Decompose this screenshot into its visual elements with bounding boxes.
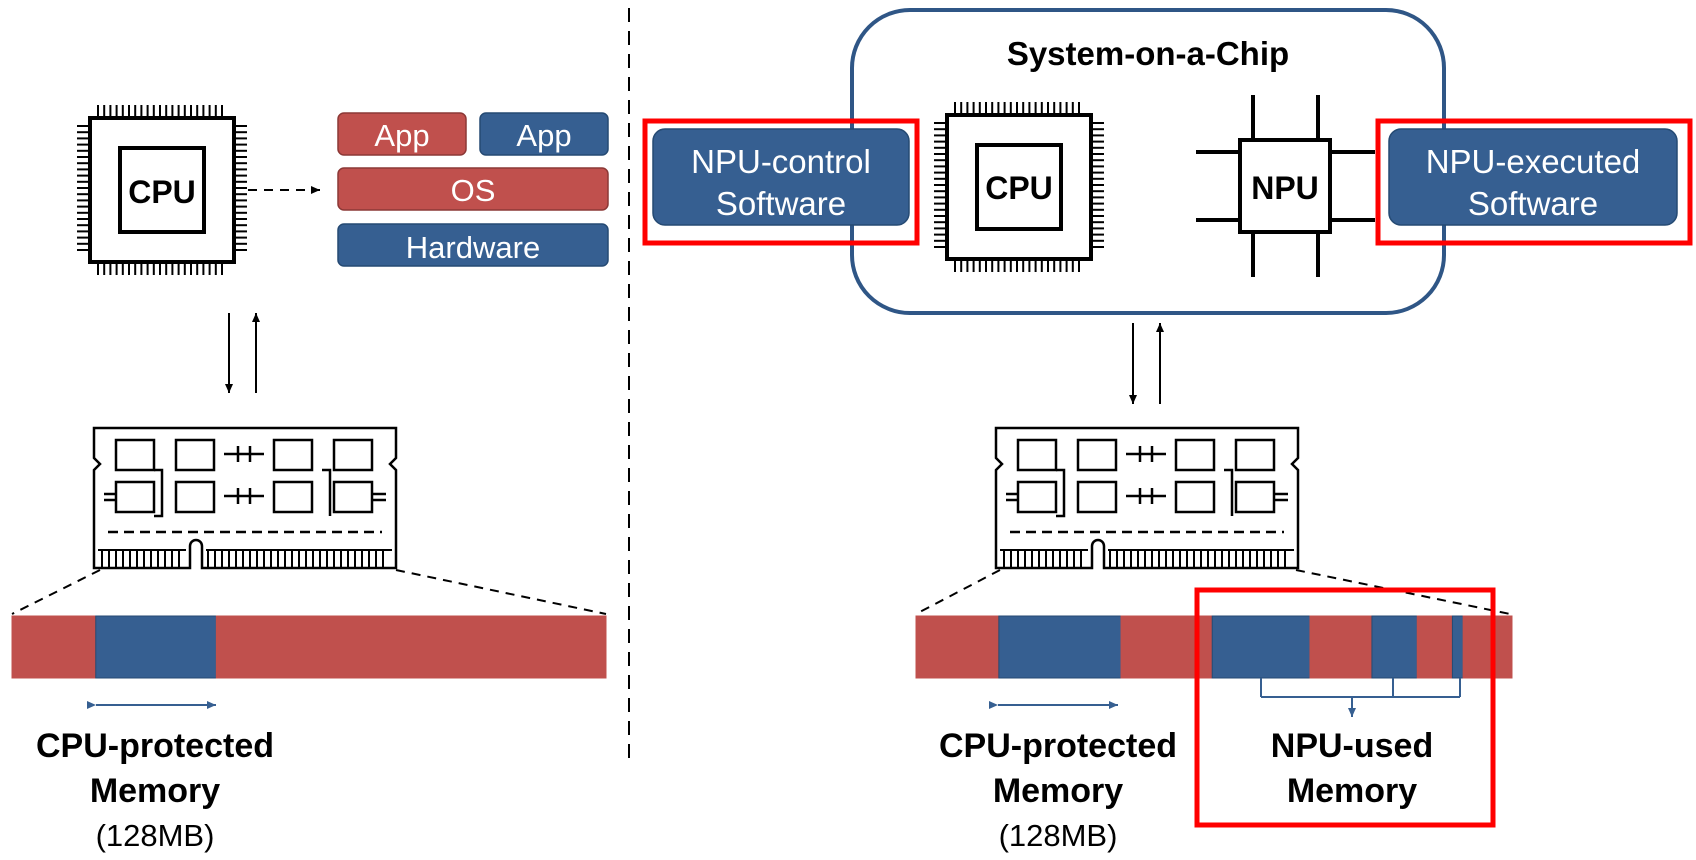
- npu-chip-icon: [1196, 95, 1375, 277]
- memory-label: Memory: [90, 772, 220, 810]
- app-blue-label: App: [516, 118, 571, 153]
- soc-memory-size-label: (128MB): [999, 818, 1118, 853]
- soc-zoom-line-right: [1295, 569, 1511, 615]
- soc-memory-label: Memory: [993, 772, 1123, 810]
- memory-segment-red: [1309, 615, 1373, 679]
- ram-module-icon: [92, 426, 398, 570]
- hardware-label: Hardware: [406, 230, 540, 265]
- npu-executed-label-line2: Software: [1468, 185, 1598, 222]
- soc-cpu-protected-label: CPU-protected: [939, 727, 1177, 765]
- soc-cpu-chip-icon: [934, 102, 1104, 272]
- npu-used-memory-highlight: [1194, 587, 1496, 828]
- memory-segment-blue: [1451, 615, 1464, 679]
- memory-size-label: (128MB): [96, 818, 215, 853]
- cpu-label: CPU: [128, 174, 196, 210]
- app-blue-block: [479, 112, 609, 156]
- soc-memory-bar: [915, 615, 1513, 679]
- zoom-line-right: [395, 569, 607, 615]
- memory-segment-red: [1462, 615, 1513, 679]
- memory-segment-blue: [95, 615, 217, 679]
- npu-control-label-line1: NPU-control: [691, 143, 871, 180]
- memory-segment-red: [11, 615, 97, 679]
- npu-used-label: NPU-used: [1271, 727, 1433, 765]
- os-block: [337, 167, 609, 211]
- npu-control-highlight: [642, 118, 920, 246]
- os-label: OS: [451, 173, 496, 208]
- npu-executed-highlight: [1375, 118, 1693, 246]
- app-red-label: App: [374, 118, 429, 153]
- npu-used-memory-label: Memory: [1287, 772, 1417, 810]
- npu-executed-label-line1: NPU-executed: [1426, 143, 1641, 180]
- memory-segment-blue: [998, 615, 1122, 679]
- npu-label: NPU: [1251, 170, 1319, 206]
- soc-ram-module-icon: [994, 426, 1300, 570]
- npu-executed-software-block: [1388, 128, 1678, 226]
- hardware-block: [337, 223, 609, 267]
- cpu-chip-icon: [77, 105, 247, 275]
- soc-title: System-on-a-Chip: [1007, 35, 1289, 72]
- memory-bar: [11, 615, 607, 679]
- soc-zoom-line-left: [915, 569, 1001, 615]
- cpu-protected-label: CPU-protected: [36, 727, 274, 765]
- memory-segment-red: [915, 615, 1000, 679]
- zoom-line-left: [11, 569, 101, 615]
- memory-segment-red: [215, 615, 607, 679]
- memory-segment-blue: [1211, 615, 1311, 679]
- npu-used-bracket: [1260, 678, 1461, 717]
- memory-segment-red: [1416, 615, 1453, 679]
- memory-segment-blue: [1371, 615, 1418, 679]
- soc-cpu-label: CPU: [985, 170, 1053, 206]
- npu-control-software-block: [652, 128, 910, 226]
- app-red-block: [337, 112, 467, 156]
- npu-control-label-line2: Software: [716, 185, 846, 222]
